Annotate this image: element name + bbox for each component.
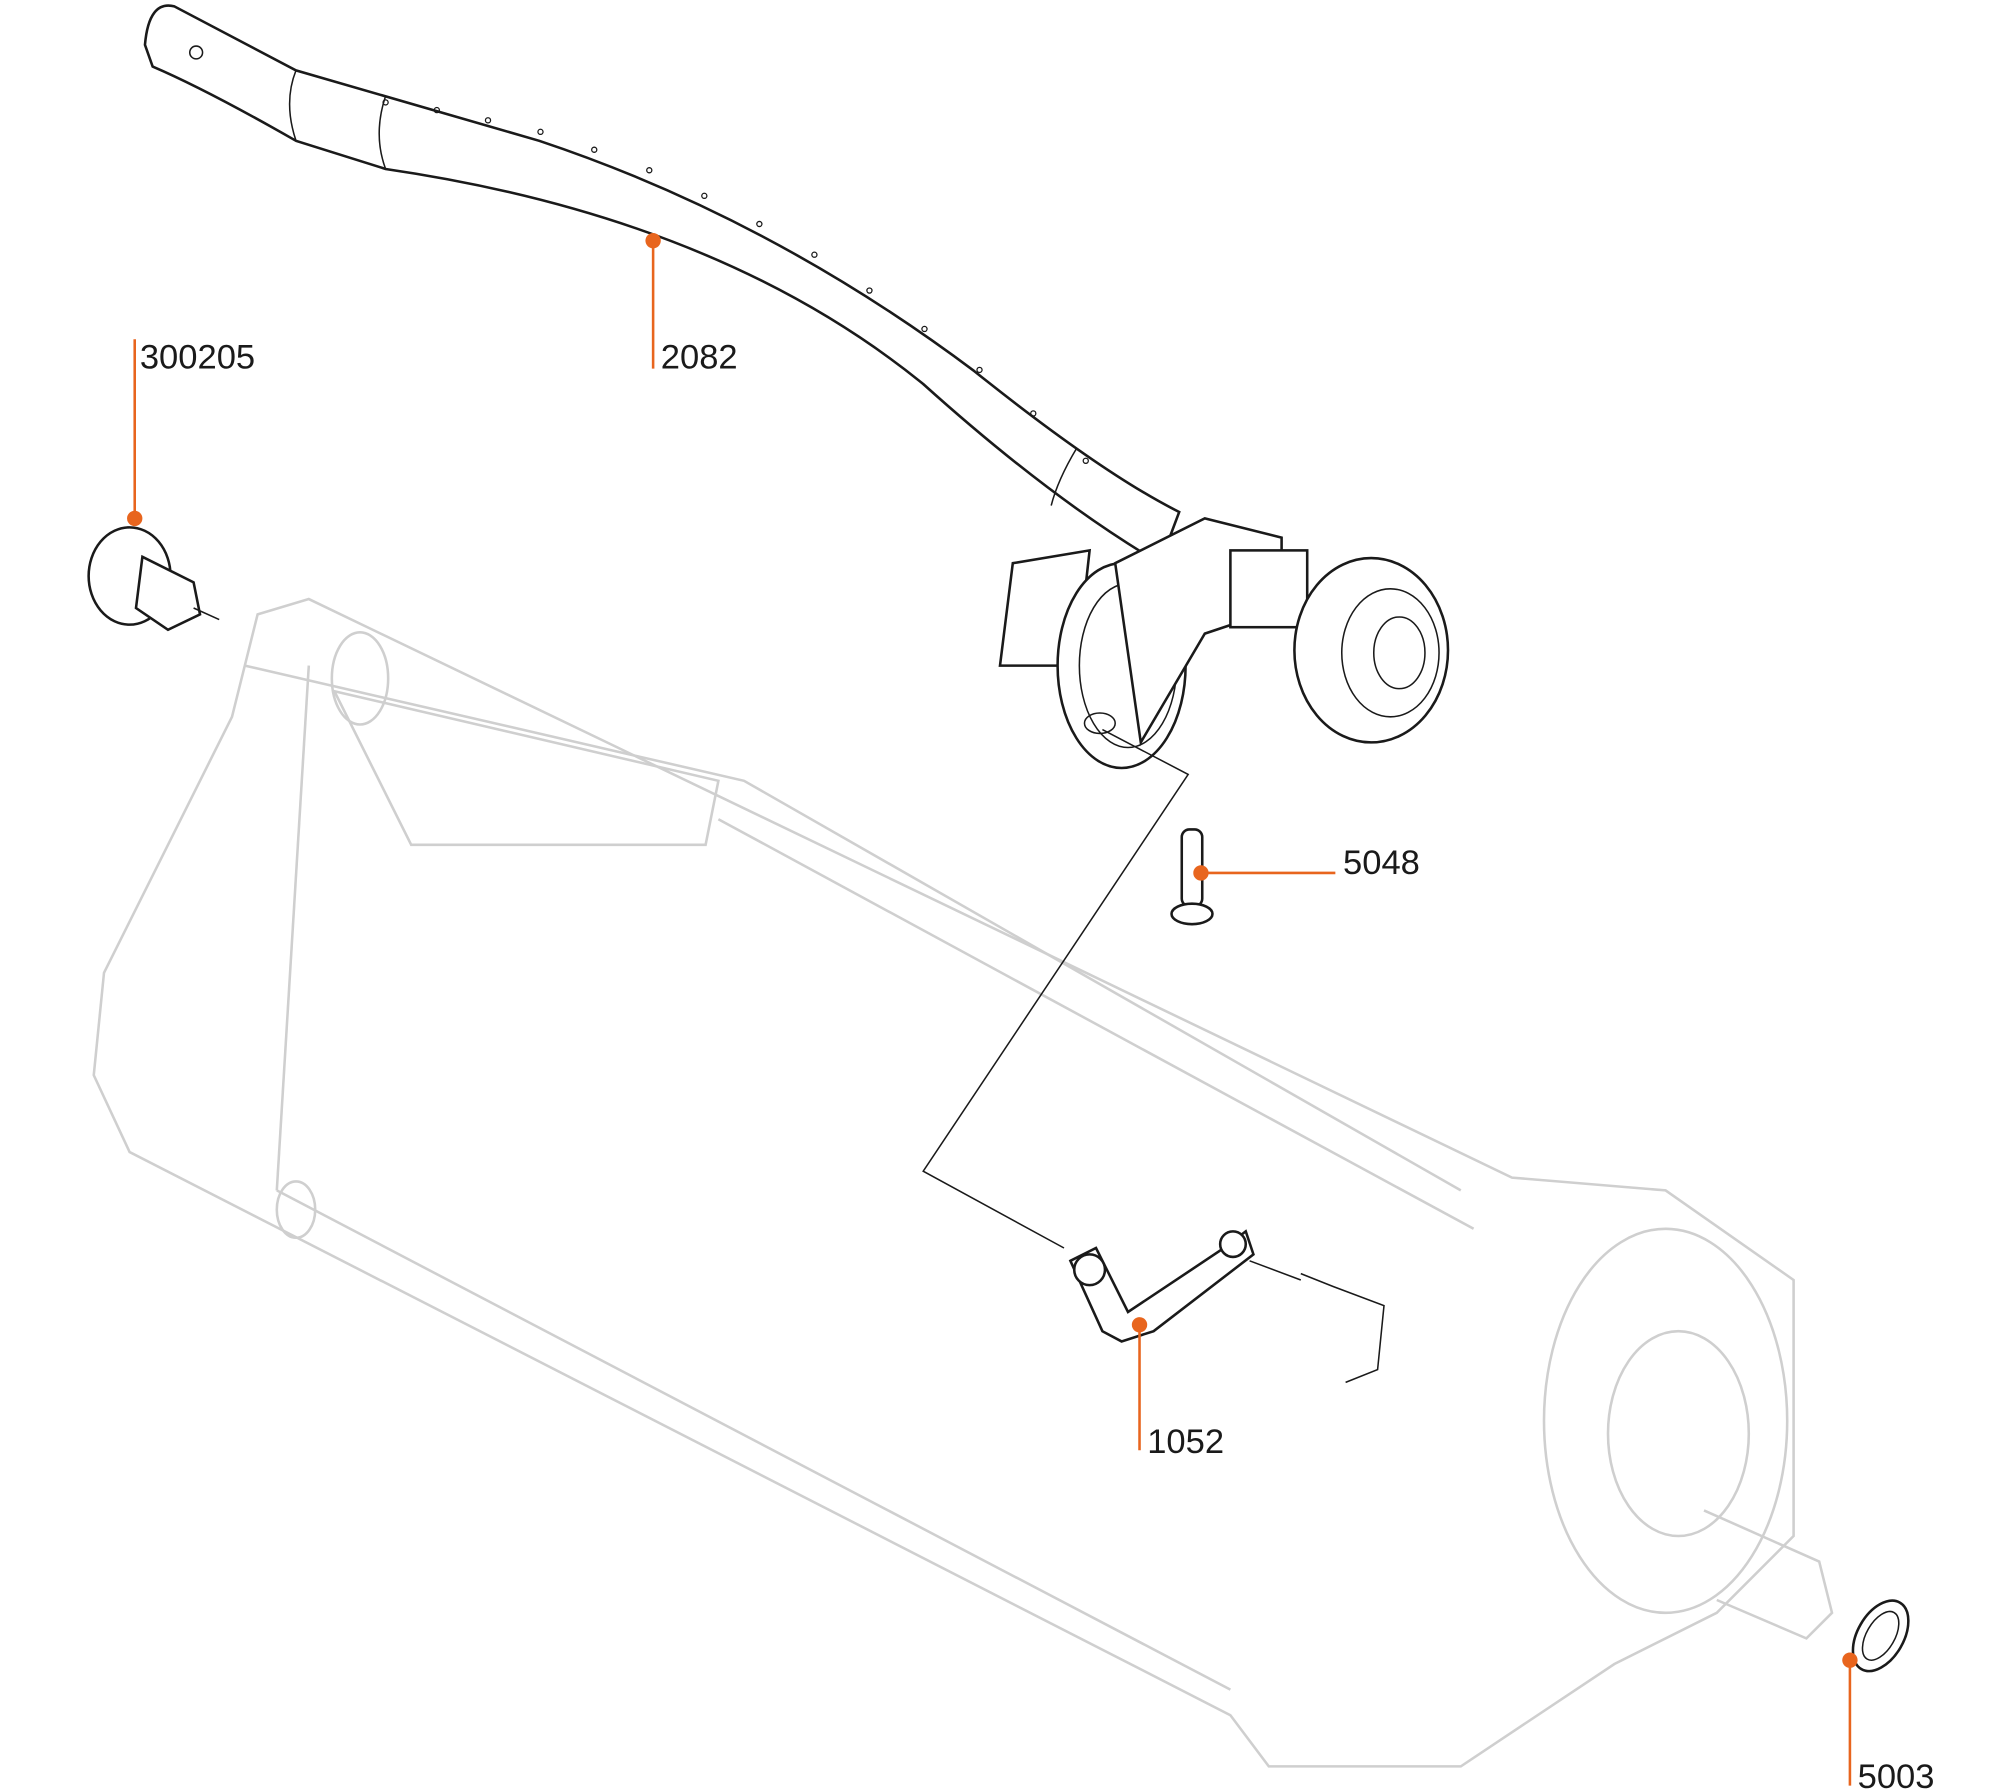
part-300205-end-plug[interactable] <box>87 526 220 632</box>
drive-assembly <box>998 517 1450 770</box>
nozzle-holes <box>382 99 1089 464</box>
part-label: 1052 <box>1147 1423 1224 1461</box>
callout-2082[interactable]: 2082 <box>645 232 738 377</box>
part-label: 300205 <box>140 339 255 377</box>
assembly-guide-line <box>922 728 1190 1249</box>
callout-300205[interactable]: 300205 <box>127 339 255 527</box>
part-5003-washer[interactable] <box>1841 1591 1919 1681</box>
part-5048-pin[interactable] <box>1170 828 1214 926</box>
sprinkler-base-outline <box>92 597 1834 1768</box>
part-2082-oscillating-tube[interactable] <box>143 4 1181 566</box>
part-1052-connecting-link[interactable] <box>1068 1229 1385 1384</box>
callout-1052[interactable]: 1052 <box>1131 1317 1224 1461</box>
callout-5048[interactable]: 5048 <box>1193 844 1420 882</box>
callout-5003[interactable]: 5003 <box>1842 1652 1934 1792</box>
part-label: 5048 <box>1343 844 1420 882</box>
part-label: 5003 <box>1858 1758 1935 1792</box>
part-label: 2082 <box>661 339 738 377</box>
